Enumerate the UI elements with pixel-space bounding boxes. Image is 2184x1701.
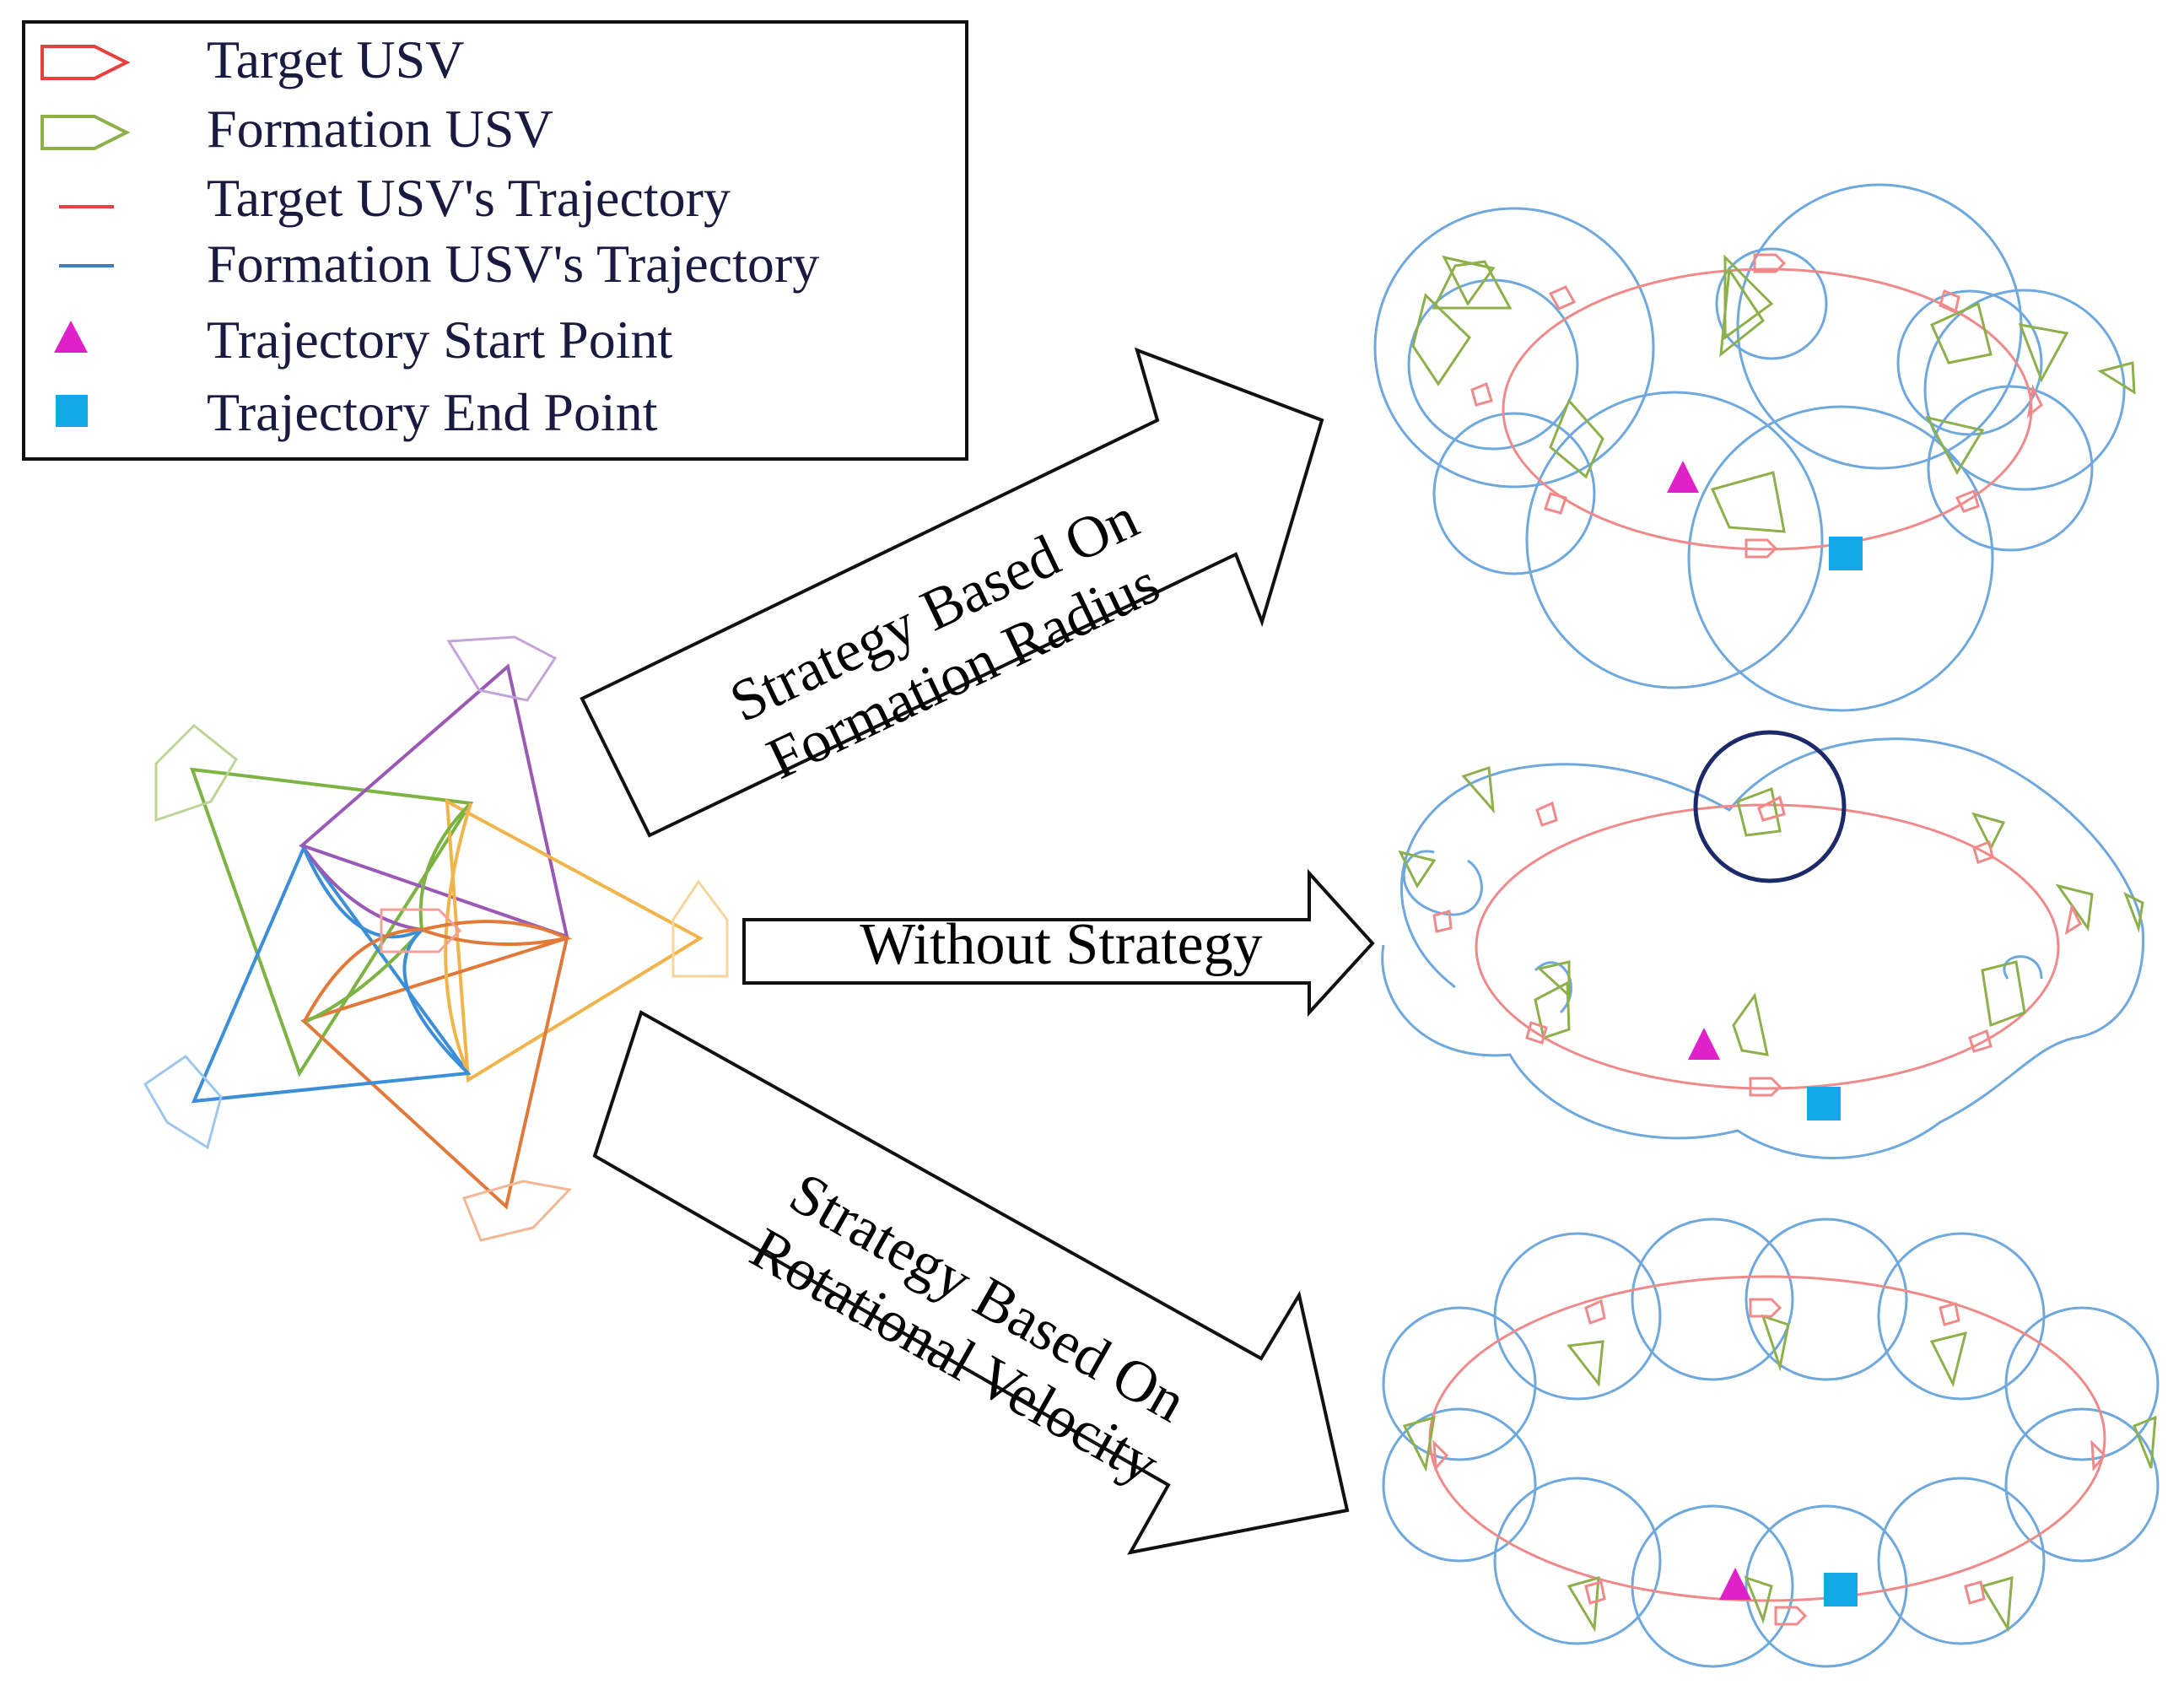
orange-usv-icon [461,1180,573,1242]
purple-petal [300,844,423,932]
start-point-marker [1719,1568,1751,1600]
legend-label-target-trajectory: Target USV's Trajectory [207,168,731,228]
end-point-marker [1807,1087,1841,1120]
arrow-shape-bottom [592,1010,1350,1555]
start-point-marker [1688,1028,1720,1060]
arrow-shape-middle [742,868,1375,1018]
arrow-rotational-velocity: Strategy Based On Rotational Velocity [592,1010,1350,1555]
target-usv-icons [1432,795,2082,1097]
green-pentagon-outline-icon [40,115,131,150]
target-usv-icons [1432,1298,2107,1626]
result-rotational-velocity [1382,1218,2160,1668]
arrow-label-middle: Without Strategy [860,912,1262,977]
result-formation-radius [1373,183,2136,712]
formation-trajectory-loops [1373,183,2126,712]
legend-label-end-point: Trajectory End Point [207,382,658,442]
legend: Target USV Formation USV Target USV's Tr… [22,20,968,461]
magenta-triangle-icon [54,321,88,353]
purple-formation-triangle [299,663,569,940]
result-without-strategy [1381,730,2145,1159]
arrow-formation-radius: Strategy Based On Formation Radius [580,347,1324,838]
legend-label-target-usv: Target USV [207,30,464,89]
legend-label-formation-trajectory: Formation USV's Trajectory [207,234,819,294]
highlight-circle [1693,730,1847,883]
legend-label-formation-usv: Formation USV [207,99,553,159]
cyan-square-icon [56,395,88,427]
legend-label-start-point: Trajectory Start Point [207,310,673,370]
yellow-petal [444,802,472,1074]
target-usv-icon [380,908,462,953]
purple-usv-icon [446,635,558,702]
green-petal [303,802,472,1024]
orange-formation-triangle [300,936,569,1210]
red-pentagon-outline-icon [40,45,131,80]
target-trajectory-ellipse [1502,267,2033,551]
orange-petal-2 [302,927,423,1023]
start-point-marker [1667,461,1699,493]
orange-petal [421,920,573,946]
blue-usv-icon [143,1055,223,1150]
formation-usv-icons [1411,254,2136,533]
formation-usv-icons [1402,1314,2157,1633]
arrow-without-strategy: Without Strategy [742,868,1375,1018]
blue-formation-triangle [191,844,472,1104]
arrow-shape-top [580,347,1324,838]
yellow-usv-icon [671,879,729,978]
initial-formation-diagram [143,635,729,1242]
target-usv-icons [1470,253,2043,559]
green-usv-icon [154,723,238,823]
end-point-marker [1824,1573,1858,1606]
formation-usv-icons [1398,765,2144,1056]
end-point-marker [1829,537,1863,570]
legend-box [22,20,968,461]
